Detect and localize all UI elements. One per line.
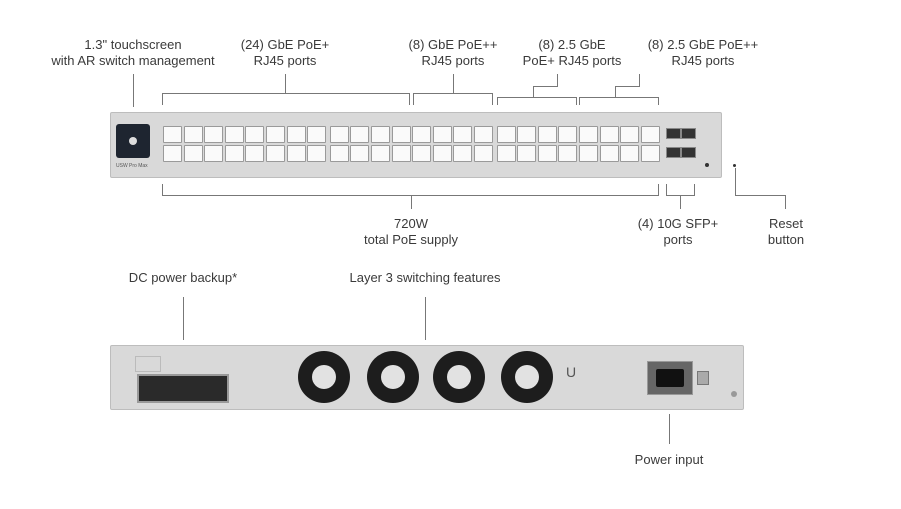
rj45-port[interactable] — [474, 145, 493, 162]
rj45-port[interactable] — [204, 126, 224, 143]
sfp-port[interactable] — [666, 128, 681, 139]
rj45-port[interactable] — [599, 126, 619, 143]
dc-power-connector[interactable] — [137, 374, 229, 403]
rj45-port[interactable] — [350, 126, 370, 143]
rj45-port[interactable] — [183, 126, 203, 143]
rj45-port[interactable] — [599, 145, 619, 162]
sfp-port[interactable] — [666, 147, 681, 158]
reset-button[interactable] — [705, 163, 709, 167]
rj45-port[interactable] — [537, 126, 557, 143]
rj45-port[interactable] — [517, 126, 537, 143]
rj45-port[interactable] — [537, 145, 557, 162]
rj45-port[interactable] — [245, 145, 265, 162]
rear-panel: U — [110, 345, 744, 410]
rj45-port[interactable] — [286, 126, 306, 143]
sfp-label: (4) 10G SFP+ports — [637, 216, 719, 247]
ge25-poe-plusplus-label: (8) 2.5 GbE PoE++RJ45 ports — [647, 37, 759, 68]
rj45-port[interactable] — [163, 126, 182, 143]
front-panel: USW Pro Max — [110, 112, 736, 178]
dc-backup-label: DC power backup* — [128, 270, 238, 285]
rj45-port[interactable] — [412, 126, 432, 143]
reset-button[interactable] — [733, 164, 736, 167]
rj45-port[interactable] — [371, 126, 390, 143]
power-input-label: Power input — [634, 452, 704, 467]
rj45-port[interactable] — [224, 145, 244, 162]
fan — [298, 351, 350, 403]
layer3-label: Layer 3 switching features — [349, 270, 501, 285]
rj45-port[interactable] — [350, 145, 370, 162]
rj45-port[interactable] — [391, 145, 411, 162]
rj45-port[interactable] — [266, 145, 285, 162]
rj45-port[interactable] — [307, 145, 327, 162]
rj45-port[interactable] — [579, 145, 598, 162]
ac-power-inlet[interactable] — [647, 361, 693, 395]
fan — [433, 351, 485, 403]
rj45-port[interactable] — [640, 145, 660, 162]
fan — [501, 351, 553, 403]
rj45-port[interactable] — [204, 145, 224, 162]
rj45-port[interactable] — [432, 126, 452, 143]
rj45-port[interactable] — [391, 126, 411, 143]
power-cord-retainer — [697, 371, 709, 385]
rj45-port[interactable] — [329, 126, 349, 143]
rj45-port[interactable] — [620, 145, 640, 162]
rj45-port[interactable] — [496, 126, 516, 143]
rj45-port[interactable] — [579, 126, 598, 143]
rj45-port[interactable] — [286, 145, 306, 162]
rj45-port[interactable] — [266, 126, 285, 143]
rj45-port[interactable] — [307, 126, 327, 143]
sfp-port[interactable] — [681, 128, 696, 139]
rj45-port[interactable] — [620, 126, 640, 143]
rj45-port[interactable] — [245, 126, 265, 143]
gbe-poe-plusplus-label: (8) GbE PoE++RJ45 ports — [408, 37, 498, 68]
rj45-port[interactable] — [558, 145, 578, 162]
gbe-poe-plus-label: (24) GbE PoE+RJ45 ports — [240, 37, 330, 68]
ground-screw-icon — [731, 391, 737, 397]
rj45-port[interactable] — [640, 126, 660, 143]
model-label: USW Pro Max — [116, 163, 148, 169]
rj45-port[interactable] — [474, 126, 493, 143]
touchscreen[interactable] — [116, 124, 150, 158]
rj45-port[interactable] — [496, 145, 516, 162]
rj45-port[interactable] — [432, 145, 452, 162]
rj45-port[interactable] — [163, 145, 182, 162]
rj45-port[interactable] — [183, 145, 203, 162]
rj45-port[interactable] — [453, 126, 473, 143]
rj45-port[interactable] — [453, 145, 473, 162]
rj45-port[interactable] — [558, 126, 578, 143]
fan — [367, 351, 419, 403]
rj45-port[interactable] — [329, 145, 349, 162]
rj45-port[interactable] — [371, 145, 390, 162]
sfp-port[interactable] — [681, 147, 696, 158]
rj45-port[interactable] — [517, 145, 537, 162]
ubiquiti-logo-icon: U — [566, 364, 577, 380]
rj45-port[interactable] — [412, 145, 432, 162]
rj45-port[interactable] — [224, 126, 244, 143]
label-sticker — [135, 356, 161, 372]
